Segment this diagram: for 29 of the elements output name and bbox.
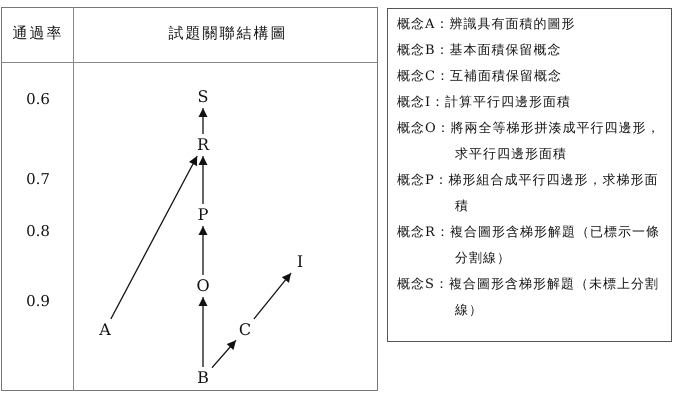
arrow: [253, 272, 292, 320]
concept-description: 概念B：基本面積保留概念: [397, 42, 563, 60]
concept-letter: C: [237, 320, 253, 340]
concept-description: 概念R：複合圖形含梯形解題（已標示一條分割線）: [397, 224, 661, 268]
arrow: [212, 340, 236, 368]
arrow: [110, 156, 198, 320]
concept-letter: S: [195, 87, 211, 107]
concept-letter: I: [292, 252, 308, 272]
pass-rate-value: 0.8: [25, 222, 51, 240]
concept-letter: O: [195, 276, 211, 296]
arrow: [198, 297, 208, 367]
concept-description: 概念P：梯形組合成平行四邊形，求梯形面積: [397, 172, 660, 216]
concept-letter: R: [195, 135, 211, 155]
arrow: [198, 156, 208, 204]
concept-description: 概念A：辨識具有面積的圖形: [397, 16, 576, 34]
concept-description: 概念I：計算平行四邊形面積: [397, 94, 572, 112]
pass-rate-value: 0.7: [25, 170, 51, 188]
concept-letter: A: [97, 320, 113, 340]
pass-rate-value: 0.9: [25, 292, 51, 310]
pass-rate-value: 0.6: [25, 90, 51, 108]
concept-letter: B: [195, 368, 211, 388]
arrow: [198, 226, 208, 275]
concept-description: 概念C：互補面積保留概念: [397, 68, 563, 86]
concept-description: 概念O：將兩全等梯形拼湊成平行四邊形，求平行四邊形面積: [397, 120, 662, 164]
concept-description: 概念S：複合圖形含梯形解題（未標上分割線）: [397, 276, 660, 320]
concept-letter: P: [195, 205, 211, 225]
column-header: 通過率: [12, 24, 64, 43]
column-header: 試題關聯結構圖: [168, 24, 288, 43]
arrow: [198, 108, 208, 134]
